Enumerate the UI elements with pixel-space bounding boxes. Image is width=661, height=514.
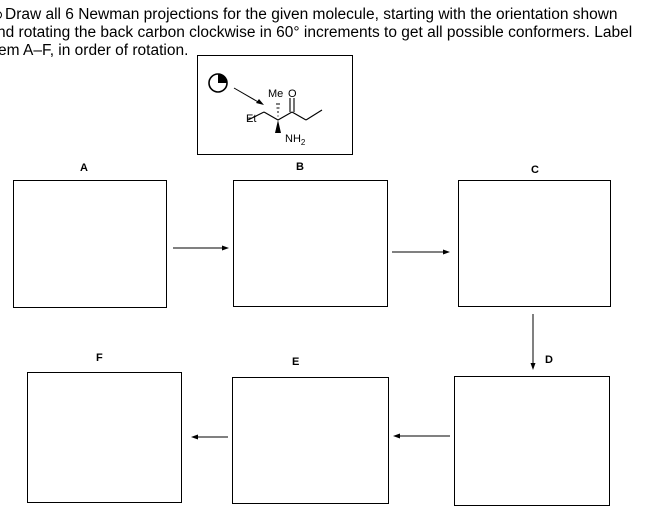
carbon-skeleton — [247, 98, 323, 121]
viewer-eye-icon — [208, 73, 228, 93]
question-line-1: Draw all 6 Newman projections for the gi… — [0, 6, 618, 24]
amine-label: NH2 — [285, 133, 306, 147]
arrow-D-to-E — [393, 433, 450, 439]
arrow-E-to-F — [191, 434, 228, 440]
question-line-3: em A–F, in order of rotation. — [0, 42, 189, 59]
label-B: B — [296, 161, 304, 173]
arrow-C-to-D — [530, 314, 536, 370]
answer-box-E[interactable] — [232, 377, 389, 504]
bullet-marker — [0, 10, 2, 19]
arrow-A-to-B — [173, 245, 229, 251]
label-A: A — [80, 162, 88, 174]
question-line-2: nd rotating the back carbon clockwise in… — [0, 24, 633, 41]
label-D: D — [545, 354, 553, 366]
molecule-structure-box: Me O Et NH2 — [197, 55, 353, 155]
viewing-direction-arrow — [233, 87, 264, 105]
question-line-1-text: Draw all 6 Newman projections for the gi… — [5, 6, 618, 23]
hashed-bond — [276, 103, 280, 117]
answer-box-D[interactable] — [454, 376, 610, 506]
ethyl-label: Et — [246, 113, 256, 125]
oxygen-label: O — [288, 88, 297, 100]
answer-box-B[interactable] — [233, 180, 388, 307]
arrow-B-to-C — [392, 249, 450, 255]
wedge-bond — [275, 120, 281, 133]
answer-box-F[interactable] — [27, 372, 182, 503]
answer-box-C[interactable] — [458, 180, 611, 307]
label-F: F — [96, 352, 103, 364]
answer-box-A[interactable] — [13, 180, 167, 308]
label-E: E — [292, 356, 300, 368]
methyl-label: Me — [268, 88, 283, 100]
molecule-drawing: Me O Et NH2 — [208, 73, 323, 147]
label-C: C — [531, 164, 539, 176]
